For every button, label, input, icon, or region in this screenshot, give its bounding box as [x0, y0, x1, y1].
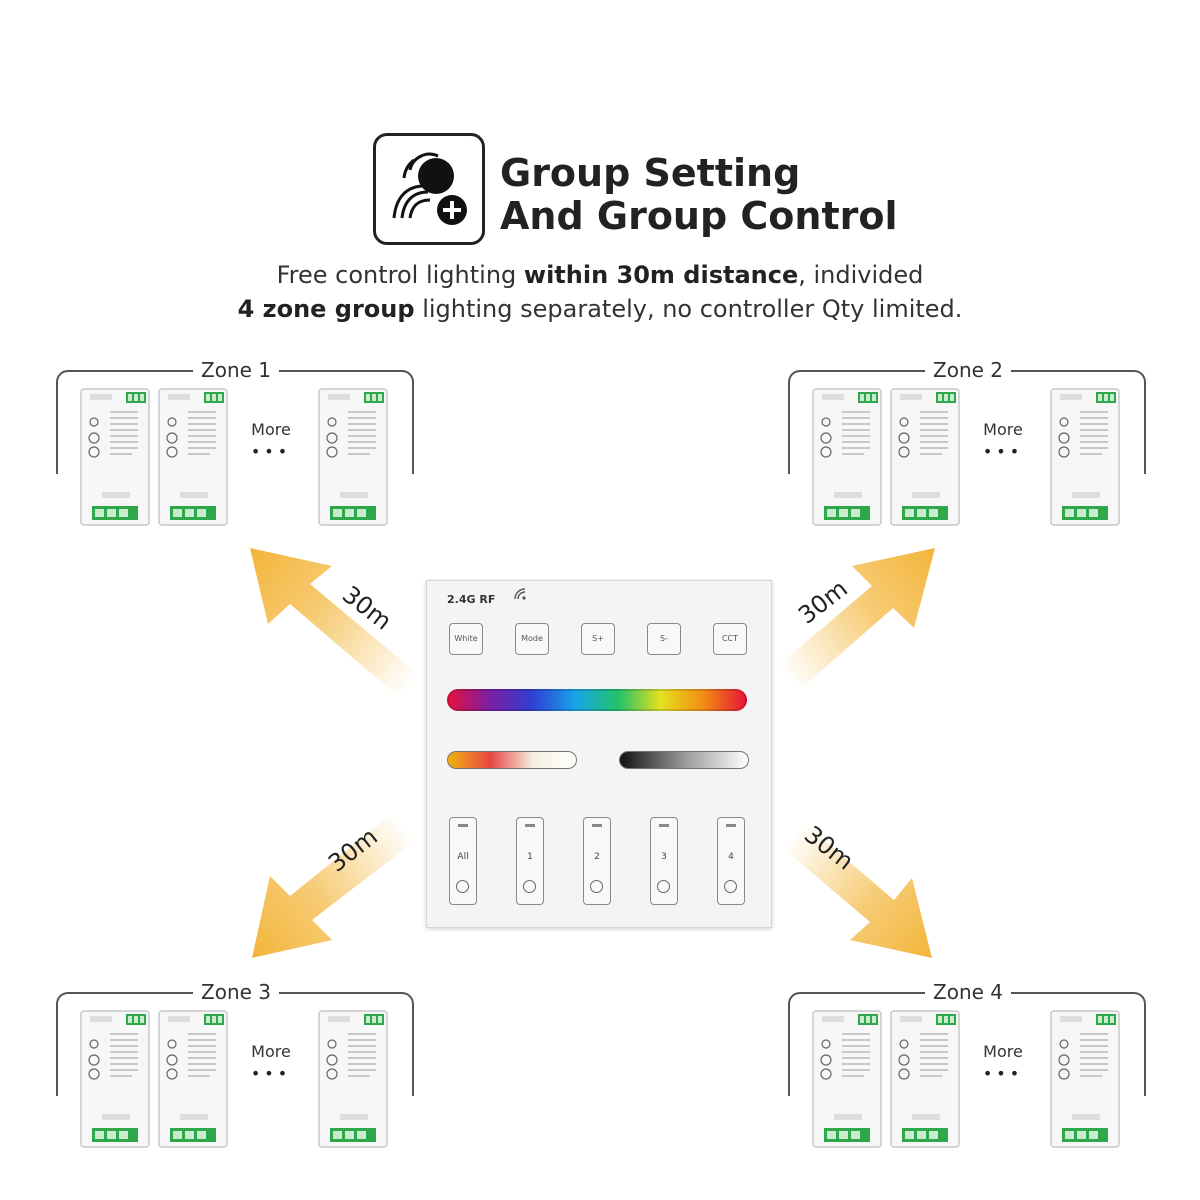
zone-3-label: Zone 3 [193, 980, 279, 1004]
controller-device [80, 1010, 150, 1148]
controller-device [890, 1010, 960, 1148]
person-plus-icon [392, 152, 467, 225]
power-circle-icon [724, 880, 737, 893]
page-title: Group Setting And Group Control [500, 152, 898, 238]
speed-up-button[interactable]: S+ [581, 623, 615, 655]
zone-4-label: Zone 4 [925, 980, 1011, 1004]
zone-4-button[interactable]: 4 [717, 817, 745, 905]
mode-button[interactable]: Mode [515, 623, 549, 655]
color-temperature-slider[interactable] [447, 751, 577, 769]
indicator-led [726, 824, 736, 827]
more-dots: ••• [982, 1064, 1024, 1083]
zone-button-label: All [457, 852, 469, 862]
zone-all-button[interactable]: All [449, 817, 477, 905]
controller-device [890, 388, 960, 526]
controller-device [318, 388, 388, 526]
controller-device [812, 1010, 882, 1148]
distance-label-zone-3: 30m [323, 822, 383, 878]
subtitle-line-1: Free control lighting within 30m distanc… [0, 258, 1200, 292]
power-circle-icon [523, 880, 536, 893]
indicator-led [525, 824, 535, 827]
more-label: More [251, 420, 291, 439]
zone-label: Zone 1 [56, 358, 416, 382]
zone-2-group: Zone 2 More ••• [788, 358, 1148, 528]
power-circle-icon [590, 880, 603, 893]
zone-button-label: 4 [728, 852, 734, 862]
subtitle-text: Free control lighting [276, 261, 524, 289]
controller-device [158, 1010, 228, 1148]
controller-device [318, 1010, 388, 1148]
subtitle-bold-zone: 4 zone group [237, 295, 415, 323]
group-control-logo-icon [373, 133, 485, 245]
zone-1-group: Zone 1 More ••• [56, 358, 416, 528]
color-touch-slider[interactable] [447, 689, 747, 711]
zone-label: Zone 4 [788, 980, 1148, 1004]
zone-3-group: Zone 3 More ••• [56, 980, 416, 1150]
subtitle-text: lighting separately, no controller Qty l… [414, 295, 963, 323]
subtitle: Free control lighting within 30m distanc… [0, 258, 1200, 326]
zone-4-group: Zone 4 More ••• [788, 980, 1148, 1150]
rf-label: 2.4G RF [447, 593, 496, 606]
brightness-slider[interactable] [619, 751, 749, 769]
zone-1-label: Zone 1 [193, 358, 279, 382]
distance-label-zone-1: 30m [337, 580, 397, 636]
controller-device [80, 388, 150, 526]
title-line-1: Group Setting [500, 151, 801, 195]
more-dots: ••• [250, 1064, 292, 1083]
indicator-led [592, 824, 602, 827]
more-dots: ••• [250, 442, 292, 461]
more-label: More [983, 420, 1023, 439]
cct-button[interactable]: CCT [713, 623, 747, 655]
power-circle-icon [657, 880, 670, 893]
indicator-led [458, 824, 468, 827]
controller-device [158, 388, 228, 526]
zone-label: Zone 2 [788, 358, 1148, 382]
indicator-led [659, 824, 669, 827]
zone-button-label: 2 [594, 852, 600, 862]
subtitle-bold-distance: within 30m distance [523, 261, 799, 289]
zone-2-label: Zone 2 [925, 358, 1011, 382]
arrow-to-zone-1 [250, 548, 425, 700]
white-button[interactable]: White [449, 623, 483, 655]
speed-down-button[interactable]: S- [647, 623, 681, 655]
zone-button-label: 3 [661, 852, 667, 862]
more-label: More [983, 1042, 1023, 1061]
zone-1-button[interactable]: 1 [516, 817, 544, 905]
controller-device [812, 388, 882, 526]
distance-label-zone-2: 30m [793, 574, 853, 630]
zone-button-label: 1 [527, 852, 533, 862]
zone-label: Zone 3 [56, 980, 416, 1004]
arrow-to-zone-2 [766, 548, 935, 700]
title-line-2: And Group Control [500, 194, 898, 238]
power-circle-icon [456, 880, 469, 893]
more-dots: ••• [982, 442, 1024, 461]
controller-device [1050, 1010, 1120, 1148]
arrow-to-zone-4 [776, 818, 932, 958]
controller-device [1050, 388, 1120, 526]
wireless-signal-icon [514, 588, 526, 600]
more-label: More [251, 1042, 291, 1061]
zone-2-button[interactable]: 2 [583, 817, 611, 905]
arrow-to-zone-3 [252, 814, 416, 958]
wall-panel-remote: 2.4G RF White Mode S+ S- CCT All 1 2 3 4 [426, 580, 772, 928]
distance-label-zone-4: 30m [799, 820, 859, 876]
subtitle-line-2: 4 zone group lighting separately, no con… [0, 292, 1200, 326]
subtitle-text: , individed [798, 261, 924, 289]
zone-3-button[interactable]: 3 [650, 817, 678, 905]
